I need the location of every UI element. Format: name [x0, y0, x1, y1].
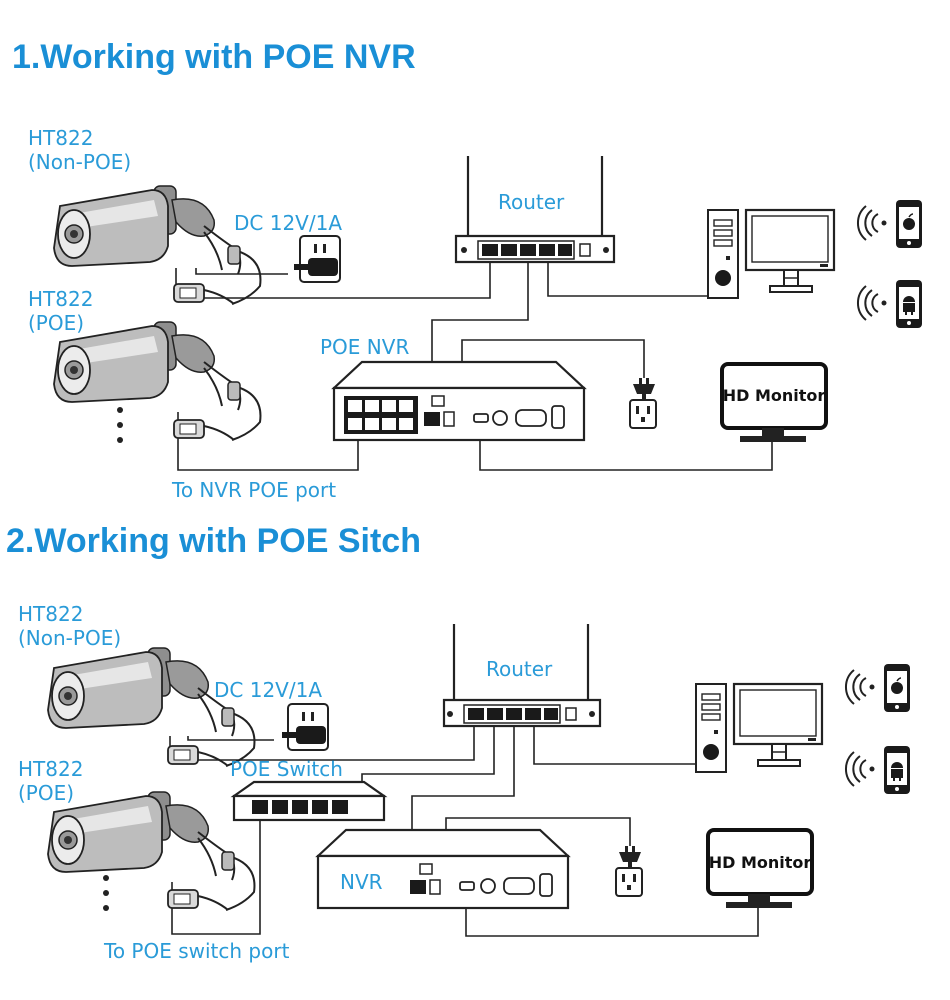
poe-switch-device — [230, 780, 388, 822]
camera-icon — [47, 647, 256, 767]
camera-icon — [53, 321, 262, 441]
ellipsis-dot — [117, 422, 123, 428]
router-device — [442, 624, 602, 728]
wall-outlet-icon — [629, 399, 657, 429]
wire-router-to-pc — [547, 262, 710, 297]
wifi-icon — [844, 669, 876, 705]
wifi-icon — [856, 205, 888, 241]
computer-icon — [694, 682, 824, 774]
ellipsis-dot — [117, 437, 123, 443]
wire-poe-camera-to-nvr — [177, 412, 359, 471]
computer-icon — [706, 208, 836, 300]
power-adapter-icon — [293, 235, 341, 283]
camera-poe-model: HT822 — [18, 757, 83, 781]
wire-camera-to-adapter — [195, 268, 288, 275]
switch-label: POE Switch — [230, 757, 343, 781]
port-note: To NVR POE port — [171, 478, 336, 502]
nvr-device — [315, 828, 571, 910]
wifi-icon — [856, 285, 888, 321]
wire-switch-to-router — [361, 726, 495, 786]
poe-nvr-device — [331, 360, 587, 442]
router-device — [454, 156, 616, 264]
ellipsis-dot — [103, 875, 109, 881]
camera-icon — [47, 791, 256, 911]
section-1-diagram: HD Monitor HT822 (Non-POE) HT822 (POE) D… — [28, 126, 923, 502]
power-label: DC 12V/1A — [234, 211, 342, 235]
power-adapter-icon — [281, 703, 329, 751]
wire-camera-to-adapter — [187, 736, 274, 741]
camera-poe-type: (POE) — [18, 781, 74, 805]
port-note: To POE switch port — [103, 939, 290, 963]
monitor-label: HD Monitor — [723, 386, 826, 405]
android-phone-icon — [884, 746, 910, 794]
ellipsis-dot — [103, 890, 109, 896]
camera-nonpoe-model: HT822 — [28, 126, 93, 150]
camera-nonpoe-type: (Non-POE) — [28, 150, 131, 174]
camera-poe-type: (POE) — [28, 311, 84, 335]
power-plug-icon — [619, 846, 641, 868]
camera-poe-model: HT822 — [28, 287, 93, 311]
power-label: DC 12V/1A — [214, 678, 322, 702]
ellipsis-dot — [117, 407, 123, 413]
ellipsis-dot — [103, 905, 109, 911]
wifi-icon — [844, 751, 876, 787]
camera-nonpoe-model: HT822 — [18, 602, 83, 626]
wire-nonpoe-camera-to-router — [175, 262, 491, 299]
section-2-title: 2.Working with POE Sitch — [6, 522, 421, 560]
router-label: Router — [498, 190, 565, 214]
nvr-label: NVR — [340, 870, 383, 894]
router-label: Router — [486, 657, 553, 681]
section-1-title: 1.Working with POE NVR — [12, 38, 416, 76]
wall-outlet-icon — [615, 867, 643, 897]
hd-monitor-device: HD Monitor — [720, 362, 828, 444]
hd-monitor-device: HD Monitor — [706, 828, 814, 910]
wire-nvr-to-monitor — [479, 428, 773, 471]
camera-nonpoe-type: (Non-POE) — [18, 626, 121, 650]
apple-phone-icon — [883, 663, 911, 713]
section-2-diagram: HD Monitor HT822 (Non-POE) HT822 (POE) D… — [18, 602, 911, 963]
monitor-label: HD Monitor — [709, 853, 812, 872]
apple-phone-icon — [895, 199, 923, 249]
wire-nvr-to-monitor — [465, 896, 759, 937]
android-phone-icon — [896, 280, 922, 328]
nvr-label: POE NVR — [320, 335, 409, 359]
power-plug-icon — [633, 378, 655, 400]
wire-router-to-pc — [533, 726, 696, 765]
